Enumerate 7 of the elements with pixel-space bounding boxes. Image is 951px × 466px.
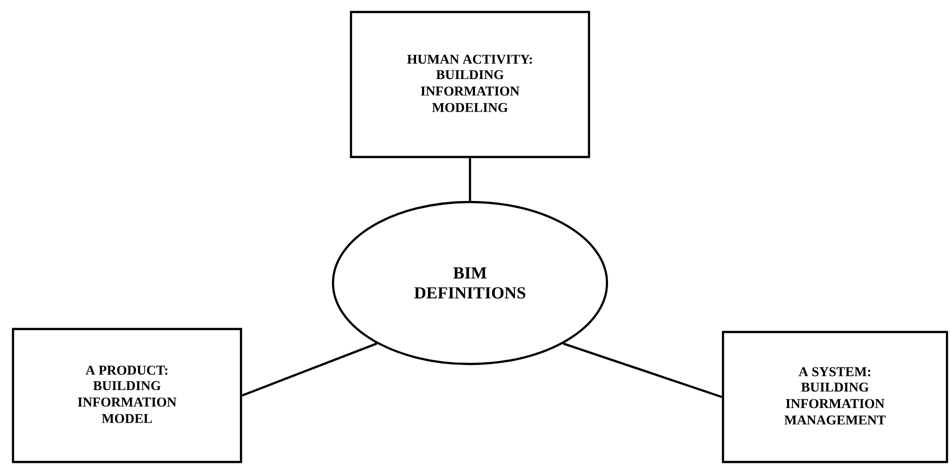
connector-line (468, 158, 472, 201)
connector-line (562, 342, 722, 398)
connector-line (242, 342, 378, 397)
text-box: HUMAN ACTIVITY: BUILDING INFORMATION MODELING (350, 10, 590, 158)
ellipse-node: BIM DEFINITIONS (332, 200, 608, 366)
text-box: A PRODUCT: BUILDING INFORMATION MODEL (12, 328, 242, 464)
text-box: A SYSTEM: BUILDING INFORMATION MANAGEMENT (722, 330, 948, 464)
